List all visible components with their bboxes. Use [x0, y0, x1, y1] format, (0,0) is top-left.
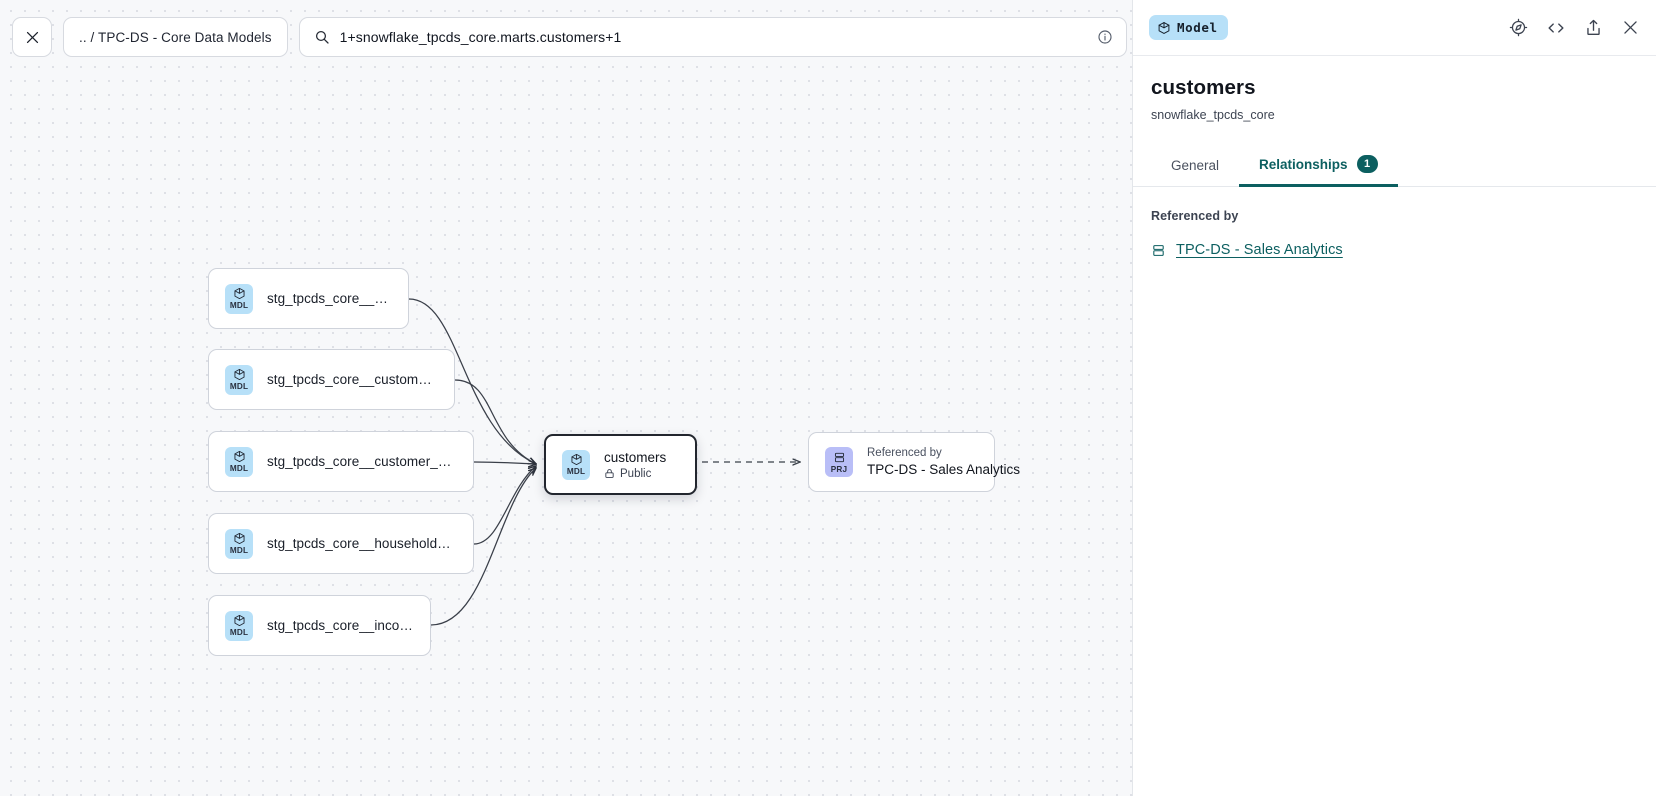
cube-icon: [233, 450, 245, 463]
node-label: stg_tpcds_core__customer: [267, 291, 392, 306]
panel-tabs: General Relationships 1: [1133, 144, 1656, 187]
badge-text: MDL: [566, 467, 586, 476]
badge-text: PRJ: [830, 464, 848, 474]
canvas-toolbar: .. / TPC-DS - Core Data Models 1+snowfla…: [12, 17, 1132, 57]
close-lineage-button[interactable]: [12, 17, 52, 57]
list-item[interactable]: TPC-DS - Sales Analytics: [1151, 242, 1638, 258]
close-icon: [26, 31, 38, 43]
page-title: customers: [1151, 76, 1256, 99]
badge-text: MDL: [229, 382, 249, 391]
panel-title-block: customers snowflake_tpcds_core: [1133, 56, 1656, 122]
badge-text: MDL: [229, 464, 249, 473]
graph-node-project[interactable]: PRJ Referenced by TPC-DS - Sales Analyti…: [808, 432, 1021, 492]
cube-icon: [570, 453, 582, 466]
graph-node-stg_tpcds_core__customer_demogra[interactable]: MDL stg_tpcds_core__customer_demogra…: [208, 431, 474, 492]
page-subtitle: snowflake_tpcds_core: [1151, 108, 1275, 122]
cube-icon: [233, 614, 245, 627]
graph-node-customers[interactable]: MDL customers Public: [544, 434, 697, 495]
cube-icon: [233, 532, 245, 545]
node-label: stg_tpcds_core__income_band: [267, 618, 414, 633]
lock-icon: [605, 469, 614, 478]
code-icon[interactable]: [1546, 18, 1566, 38]
explore-icon[interactable]: [1509, 18, 1528, 37]
tab-count-badge: 1: [1356, 155, 1378, 173]
visibility-label: Public: [620, 467, 652, 480]
panel-header: Model: [1133, 0, 1656, 56]
breadcrumb[interactable]: .. / TPC-DS - Core Data Models: [63, 17, 288, 57]
node-title: customers: [604, 449, 667, 465]
entity-type-label: Model: [1177, 20, 1218, 35]
entity-type-chip[interactable]: Model: [1149, 15, 1228, 40]
search-value: 1+snowflake_tpcds_core.marts.customers+1: [339, 29, 622, 45]
panel-actions: [1509, 18, 1640, 38]
model-badge: MDL: [225, 283, 253, 314]
graph-node-stg_tpcds_core__income_band[interactable]: MDL stg_tpcds_core__income_band: [208, 595, 431, 656]
cube-icon: [233, 368, 245, 381]
lineage-canvas[interactable]: MDL stg_tpcds_core__customerMDL stg_tpcds_…: [0, 0, 1132, 796]
node-label: stg_tpcds_core__customer_demogra…: [267, 454, 457, 469]
model-badge: MDL: [225, 528, 253, 559]
model-badge: MDL: [225, 610, 253, 641]
share-icon[interactable]: [1584, 18, 1603, 37]
project-badge: PRJ: [825, 447, 853, 477]
model-badge: MDL: [225, 364, 253, 395]
search-input[interactable]: 1+snowflake_tpcds_core.marts.customers+1: [298, 17, 1127, 57]
relationships-panel: Referenced by TPC-DS - Sales Analytics: [1133, 187, 1656, 258]
project-icon: [834, 452, 844, 462]
graph-node-stg_tpcds_core__customer_address[interactable]: MDL stg_tpcds_core__customer_address: [208, 349, 455, 410]
cube-icon: [233, 287, 245, 300]
tab-general[interactable]: General: [1151, 148, 1239, 187]
badge-text: MDL: [229, 546, 249, 555]
lineage-edges: [408, 298, 1132, 626]
tab-relationships[interactable]: Relationships 1: [1239, 145, 1398, 187]
relationship-link[interactable]: TPC-DS - Sales Analytics: [1176, 242, 1343, 258]
project-icon: [1153, 244, 1164, 256]
graph-node-stg_tpcds_core__household_demogr[interactable]: MDL stg_tpcds_core__household_demogr…: [208, 513, 474, 574]
cube-icon: [1158, 21, 1170, 34]
breadcrumb-label: .. / TPC-DS - Core Data Models: [79, 29, 272, 45]
model-badge: MDL: [225, 446, 253, 477]
badge-text: MDL: [229, 628, 249, 637]
graph-node-stg_tpcds_core__customer[interactable]: MDL stg_tpcds_core__customer: [208, 268, 409, 329]
model-badge: MDL: [562, 449, 590, 480]
node-title: TPC-DS - Sales Analytics: [867, 462, 1021, 477]
node-visibility: Public: [604, 468, 666, 480]
node-label: stg_tpcds_core__customer_address: [267, 372, 438, 387]
section-label-referenced-by: Referenced by: [1151, 209, 1239, 223]
tab-label: Relationships: [1259, 156, 1348, 172]
node-kicker: Referenced by: [867, 447, 942, 459]
tab-label: General: [1171, 158, 1220, 173]
info-icon[interactable]: [1097, 29, 1113, 45]
search-icon: [314, 29, 330, 45]
details-panel: Model: [1132, 0, 1656, 796]
badge-text: MDL: [229, 301, 249, 310]
close-icon[interactable]: [1621, 18, 1640, 37]
node-label: stg_tpcds_core__household_demogr…: [267, 536, 457, 551]
